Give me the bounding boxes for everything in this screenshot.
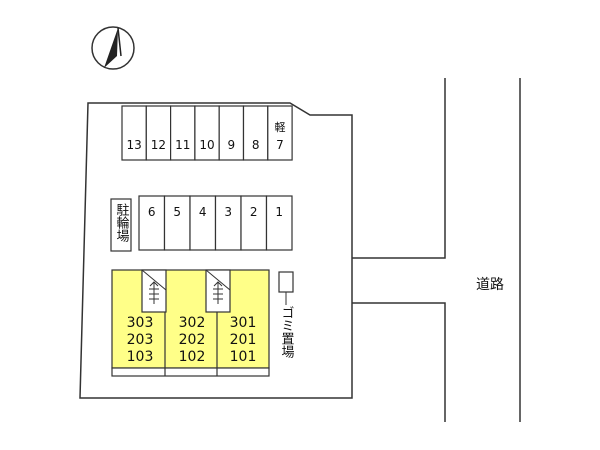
parking-stall xyxy=(214,195,242,251)
parking-stall xyxy=(163,195,191,251)
stairs-icon xyxy=(213,281,223,304)
parking-stall-number: 13 xyxy=(127,138,142,152)
parking-stall-number: 10 xyxy=(199,138,214,152)
parking-stall-number: 8 xyxy=(252,138,260,152)
road xyxy=(352,78,521,422)
parking-stall xyxy=(170,105,196,161)
compass-circle-icon xyxy=(91,26,135,70)
garbage-label: ゴミ置場 xyxy=(279,306,295,358)
stairwell-right xyxy=(205,269,231,313)
bicycle-parking-label: 駐輪場 xyxy=(114,203,130,242)
unit-number: 201 xyxy=(230,332,257,348)
stairs-icon xyxy=(149,281,159,304)
stairwell-left xyxy=(141,269,167,313)
parking-stall-number: 2 xyxy=(250,205,258,219)
parking-stall-number: 7 xyxy=(276,138,284,152)
parking-stall xyxy=(218,105,245,161)
parking-stall-number: 11 xyxy=(175,138,190,152)
parking-stall-number: 4 xyxy=(199,205,207,219)
parking-stall-number: 3 xyxy=(224,205,232,219)
garbage-area xyxy=(278,271,294,293)
unit-number: 202 xyxy=(179,332,206,348)
parking-stall xyxy=(267,105,293,161)
compass xyxy=(91,26,135,70)
unit-number: 203 xyxy=(127,332,154,348)
parking-row-middle: 6 5 4 3 2 1 xyxy=(138,195,293,251)
parking-stall-number: 12 xyxy=(151,138,166,152)
kei-car-label: 軽 xyxy=(274,121,285,134)
north-arrow-icon xyxy=(104,28,118,68)
parking-stall-number: 6 xyxy=(148,205,156,219)
bicycle-parking xyxy=(110,198,132,252)
unit-number: 101 xyxy=(230,349,257,365)
road-label: 道路 xyxy=(476,277,504,293)
parking-stall-number: 9 xyxy=(228,138,236,152)
parking-stall xyxy=(265,195,293,251)
unit-number: 103 xyxy=(127,349,154,365)
unit-number: 303 xyxy=(127,315,154,331)
unit-number: 102 xyxy=(179,349,206,365)
unit-number: 301 xyxy=(230,315,257,331)
parking-stall-number: 1 xyxy=(275,205,283,219)
parking-row-top: 13 12 11 10 9 8 軽 7 xyxy=(121,105,293,161)
unit-number: 302 xyxy=(179,315,206,331)
parking-stall-number: 5 xyxy=(173,205,181,219)
